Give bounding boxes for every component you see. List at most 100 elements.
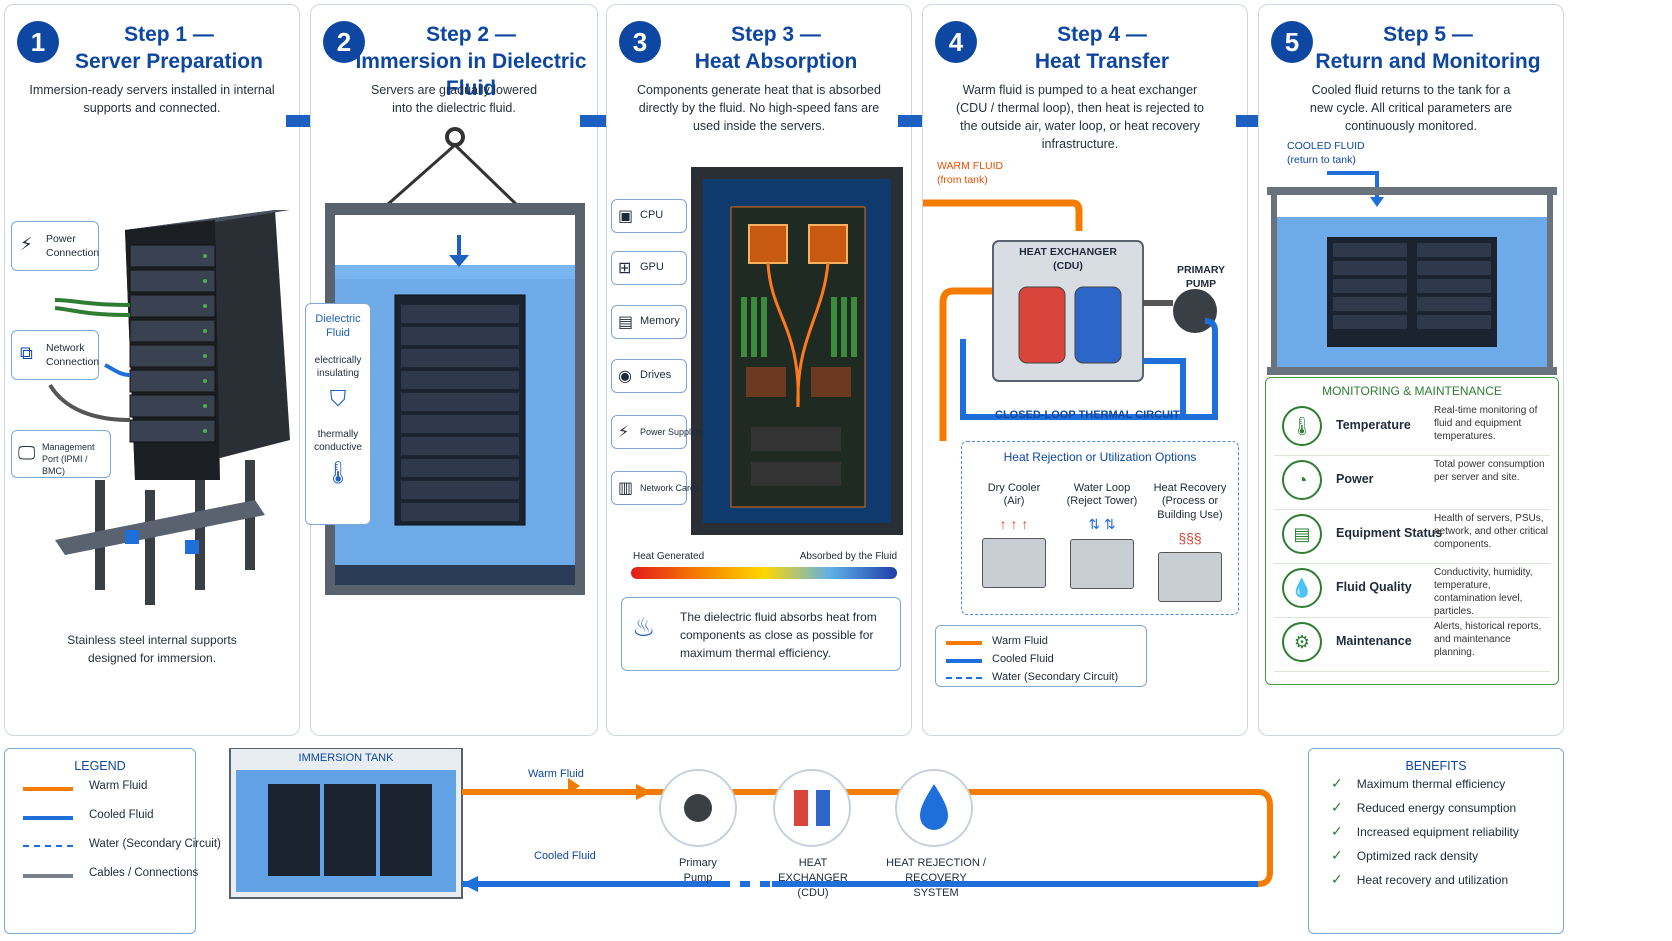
cpu-icon: ▣ xyxy=(618,208,634,225)
monitoring-desc: Real-time monitoring of fluid and equipm… xyxy=(1434,405,1538,442)
legend-text: Water (Secondary Circuit) xyxy=(992,671,1119,683)
monitoring-name: Fluid Quality xyxy=(1336,580,1412,594)
warm-fluid-text: WARM FLUID xyxy=(937,160,1004,172)
management-port-label: Management Port (IPMI / BMC) xyxy=(42,442,95,476)
legend-text: Water (Secondary Circuit) xyxy=(89,838,221,850)
monitor-icon: 🖵 xyxy=(18,443,36,463)
option-name: Dry Cooler xyxy=(987,482,1041,494)
step4-legend-item: Water (Secondary Circuit) xyxy=(946,670,1146,686)
legend-text: Warm Fluid xyxy=(992,635,1048,647)
step-number: 3 xyxy=(619,21,661,63)
heat-options-box: Heat Rejection or Utilization Options Dr… xyxy=(961,441,1239,615)
legend-text: Cooled Fluid xyxy=(89,809,154,821)
step-4-panel: 4 Step 4 — Heat Transfer Warm fluid is p… xyxy=(922,4,1248,736)
check-icon: ✓ xyxy=(1331,775,1343,791)
factory-icon xyxy=(1158,552,1222,602)
heat-gradient-bar xyxy=(631,567,897,579)
component-1: ⊞ GPU xyxy=(611,251,687,285)
supports-caption: Stainless steel internal supports design… xyxy=(67,633,237,665)
step-title: Step 4 — Heat Transfer xyxy=(963,21,1241,75)
heat-option-1: Water Loop (Reject Tower) ⇅ ⇅ xyxy=(1058,482,1146,589)
heat-transfer-loop-illustration xyxy=(923,199,1218,441)
check-icon: ✓ xyxy=(1331,823,1343,839)
thermometer-icon: 🌡 xyxy=(1282,406,1322,446)
flow-pump-label: Primary Pump xyxy=(679,857,717,884)
insulating-label: electrically insulating xyxy=(314,355,362,379)
step4-legend-item: Warm Fluid xyxy=(946,634,1146,650)
cooled-fluid-label: COOLED FLUID (return to tank) xyxy=(1287,139,1365,167)
component-label: Network Cards xyxy=(640,483,700,493)
server-board-illustration xyxy=(691,167,903,535)
hx-sub-text: (CDU) xyxy=(1053,260,1083,272)
flow-warm-label: Warm Fluid xyxy=(528,768,584,780)
stand-frame xyxy=(55,460,265,605)
step-subtitle: Heat Transfer xyxy=(1034,50,1170,73)
hx-title: HEAT EXCHANGER (CDU) xyxy=(993,245,1143,273)
network-icon: ⧉ xyxy=(20,343,33,363)
check-icon: ✓ xyxy=(1331,799,1343,815)
monitoring-desc: Conductivity, humidity, temperature, con… xyxy=(1434,567,1533,617)
check-icon: ✓ xyxy=(1331,847,1343,863)
monitoring-row: ▤ Equipment Status Health of servers, PS… xyxy=(1274,508,1550,564)
legend-item: Cooled Fluid xyxy=(19,808,189,826)
monitoring-row: ◔ Power Total power consumption per serv… xyxy=(1274,454,1550,510)
legend-item: Water (Secondary Circuit) xyxy=(19,837,221,855)
legend-item: Cables / Connections xyxy=(19,866,198,884)
hx-title-text: HEAT EXCHANGER xyxy=(1019,246,1117,258)
management-port-callout: 🖵 Management Port (IPMI / BMC) xyxy=(11,430,111,478)
power-connection-callout: ⚡ Power Connection xyxy=(11,221,99,271)
gpu-icon: ⊞ xyxy=(618,260,632,277)
legend-text: Warm Fluid xyxy=(89,780,148,792)
fluid-heat-icon: ♨ xyxy=(632,612,656,642)
absorption-note: ♨ The dielectric fluid absorbs heat from… xyxy=(621,597,901,671)
step-title: Step 3 — Heat Absorption xyxy=(647,21,905,75)
thermometer-icon: 🌡 xyxy=(324,460,352,485)
step-title-line: Step 3 — xyxy=(731,23,821,46)
flow-diagram: IMMERSION TANK Warm Fluid Cooled Fluid P… xyxy=(208,748,1298,934)
dielectric-fluid-title: Dielectric Fluid xyxy=(315,313,361,339)
monitoring-name: Temperature xyxy=(1336,418,1411,432)
heat-generated-label: Heat Generated xyxy=(633,551,705,562)
flow-cooled-label: Cooled Fluid xyxy=(534,850,596,862)
option-arrow-icon: §§§ xyxy=(1178,530,1202,546)
legend-swatch xyxy=(946,641,982,645)
network-connection-callout: ⧉ Network Connection xyxy=(11,330,99,380)
step-description: Components generate heat that is absorbe… xyxy=(637,83,881,133)
component-label: GPU xyxy=(640,261,664,273)
benefit-item: ✓ Maximum thermal efficiency xyxy=(1331,775,1505,792)
step-number: 1 xyxy=(17,21,59,63)
absorbed-label: Absorbed by the Fluid xyxy=(799,551,897,562)
network-connection-label: Network Connection xyxy=(46,342,100,368)
dielectric-fluid-callout: Dielectric Fluid electrically insulating… xyxy=(305,303,371,525)
step-title-line: Step 5 — xyxy=(1383,23,1473,46)
network-card-icon: ▥ xyxy=(618,480,634,497)
component-label: Power Supplies xyxy=(640,427,703,437)
benefit-text: Maximum thermal efficiency xyxy=(1356,777,1506,791)
flow-lines xyxy=(229,748,1273,899)
power-supply-icon: ⚡ xyxy=(618,424,630,441)
closed-loop-label: CLOSED-LOOP THERMAL CIRCUIT xyxy=(995,409,1180,421)
server-status-icon: ▤ xyxy=(1282,514,1322,554)
step-subtitle: Immersion in Dielectric Fluid xyxy=(355,50,587,100)
drive-icon: ◉ xyxy=(618,368,632,385)
dry-cooler-icon xyxy=(982,538,1046,588)
flow-rejection-label: HEAT REJECTION / RECOVERY SYSTEM xyxy=(886,857,986,899)
conductive-label: thermally conductive xyxy=(314,429,362,453)
step-description: Immersion-ready servers installed in int… xyxy=(29,83,275,115)
legend-swatch xyxy=(946,659,982,663)
heat-options-title: Heat Rejection or Utilization Options xyxy=(1003,450,1197,464)
component-3: ◉ Drives xyxy=(611,359,687,393)
power-connection-label: Power Connection xyxy=(46,233,100,259)
server-rack-submerged xyxy=(394,294,526,526)
server-slots xyxy=(129,244,216,443)
check-icon: ✓ xyxy=(1331,871,1343,887)
monitoring-name: Maintenance xyxy=(1336,634,1412,648)
benefits-title: BENEFITS xyxy=(1405,759,1467,773)
component-label: Drives xyxy=(640,369,672,381)
absorption-note-text: The dielectric fluid absorbs heat from c… xyxy=(680,610,877,660)
step-3-panel: 3 Step 3 — Heat Absorption Components ge… xyxy=(606,4,912,736)
step-title-line: Step 4 — xyxy=(1057,23,1147,46)
flow-tank-label: IMMERSION TANK xyxy=(298,752,394,764)
option-sub: (Reject Tower) xyxy=(1066,495,1138,507)
flow-hx-label: HEAT EXCHANGER (CDU) xyxy=(778,857,848,899)
